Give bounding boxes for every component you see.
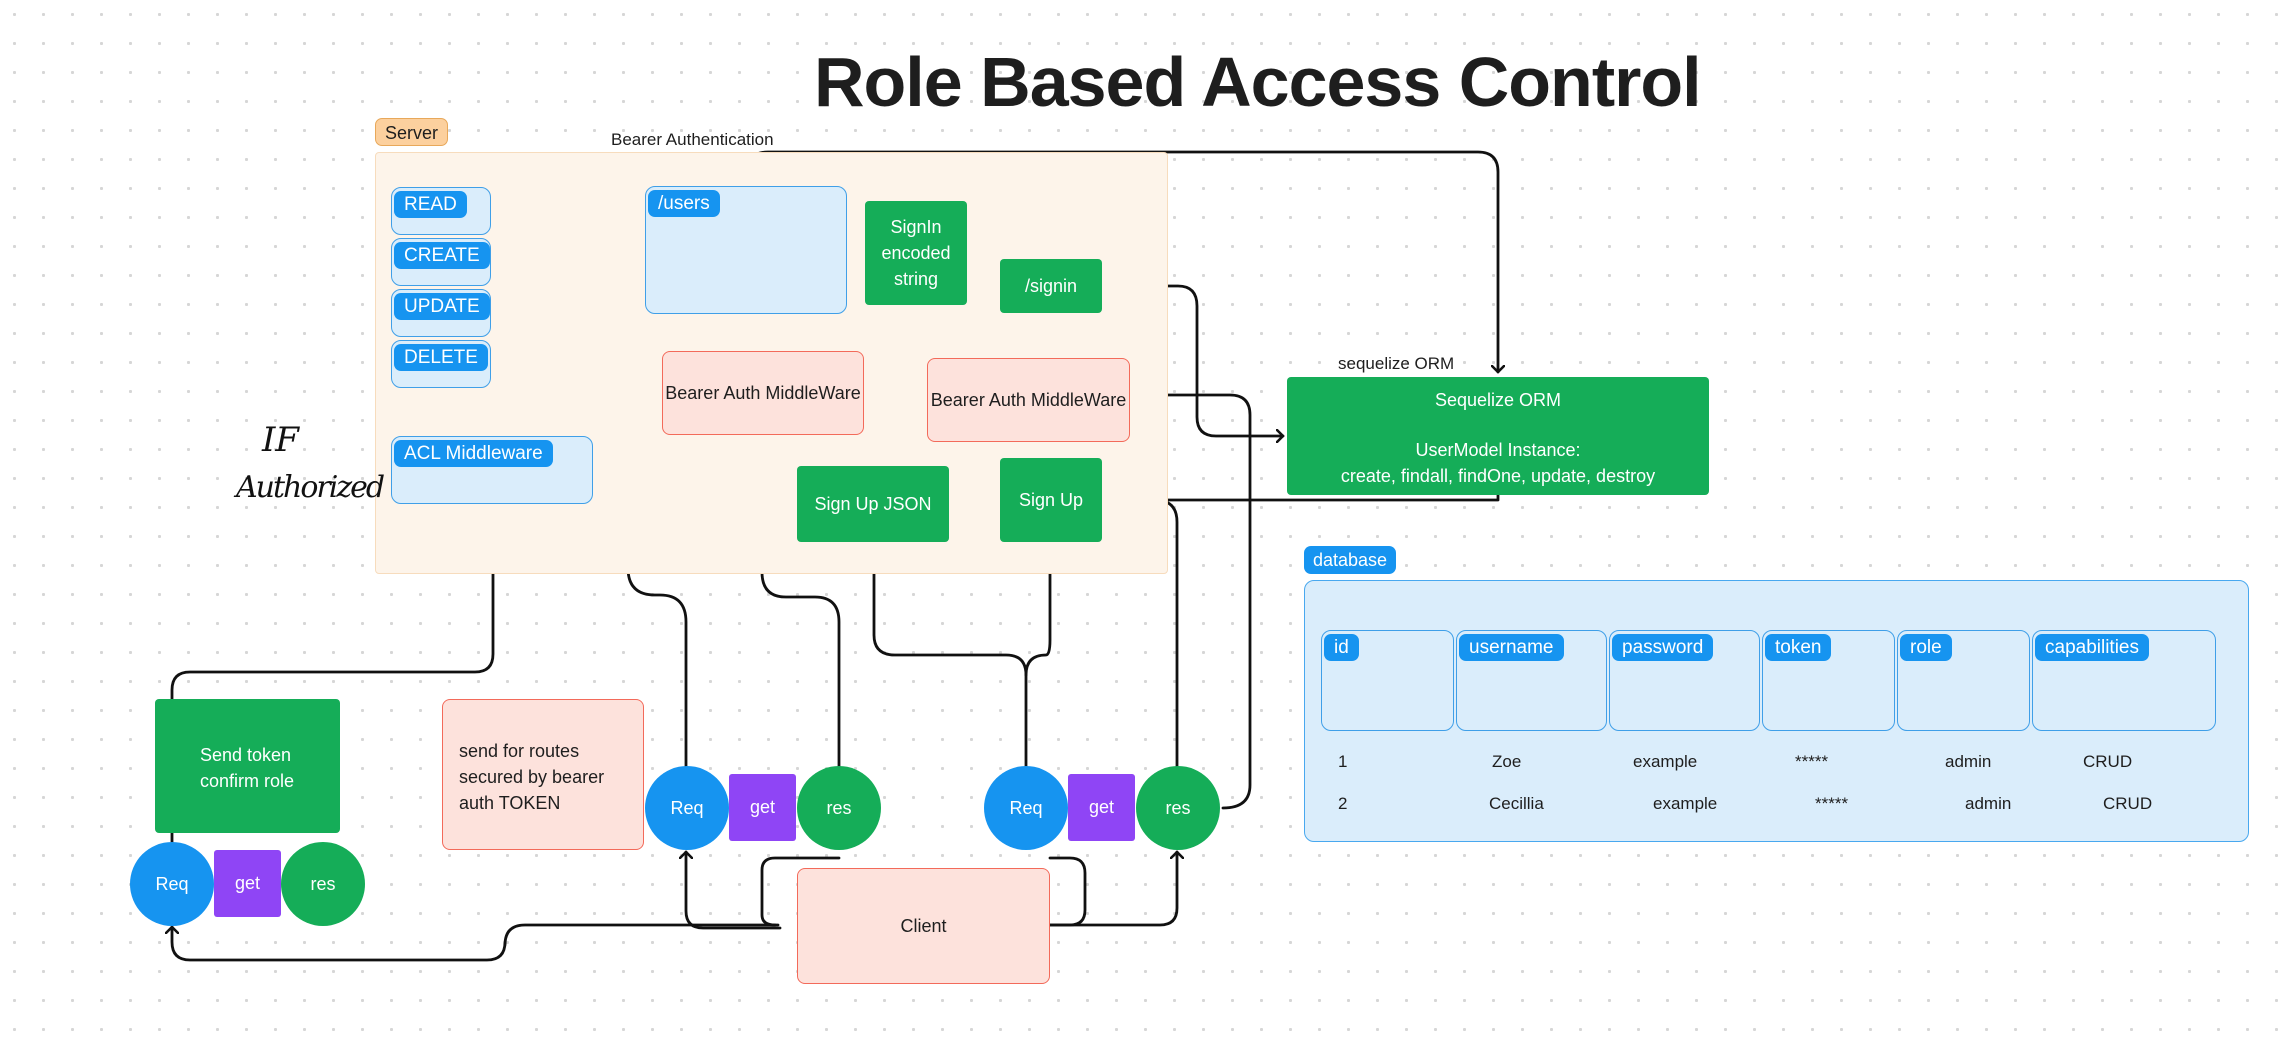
req-circle-right: Req [984,766,1068,850]
send-routes-note: send for routes secured by bearer auth T… [442,699,644,850]
permission-read-box: READ [391,187,491,235]
row2-password: example [1653,794,1718,813]
acl-middleware-box: ACL Middleware [391,436,593,504]
row2-capabilities: CRUD [2103,794,2153,813]
connector-req-signupjson [874,543,1028,770]
send-token-text: Send token confirm role [200,745,295,791]
req-circle-mid: Req [645,766,729,850]
row1-password: example [1633,752,1698,771]
row1-username: Zoe [1492,752,1522,771]
orm-title: Sequelize ORM [1434,390,1562,410]
get-method-left: get [214,850,281,917]
bearer-auth-middleware-left: Bearer Auth MiddleWare [662,351,864,435]
column-username-box: username [1456,630,1607,731]
orm-caption: sequelize ORM [1338,354,1455,373]
permission-delete-box: DELETE [391,340,491,388]
res-circle-left: res [281,842,365,926]
column-role-label: role [1900,634,1952,661]
signin-route-box: /signin [1000,259,1102,313]
permission-read-label: READ [394,191,467,218]
column-password-label: password [1612,634,1714,661]
row2-role: admin [1965,794,2012,813]
if-authorized-note-line1: IF [262,420,300,460]
connector-client-rightres [1048,850,1177,927]
send-routes-text: send for routes secured by bearer auth T… [459,741,605,813]
row2-username: Cecillia [1489,794,1544,813]
users-route-label: /users [648,190,720,217]
connector-client-midreq [686,850,782,930]
connector-client-leftreq [172,923,780,962]
column-id-box: id [1321,630,1454,731]
signin-encoded-box: SignIn encoded string [865,201,967,305]
column-capabilities-label: capabilities [2035,634,2149,661]
column-token-label: token [1765,634,1832,661]
client-box: Client [797,868,1050,984]
res-circle-mid: res [797,766,881,850]
row2-token: ***** [1815,794,1849,813]
get-method-mid: get [729,774,796,841]
req-circle-left: Req [130,842,214,926]
signup-box: Sign Up [1000,458,1102,542]
permission-create-label: CREATE [394,242,490,269]
column-password-box: password [1609,630,1760,731]
database-tag: database [1304,546,1397,574]
get-method-right: get [1068,774,1135,841]
sequelize-orm-box: Sequelize ORM UserModel Instance: create… [1287,377,1709,495]
bearer-auth-middleware-right: Bearer Auth MiddleWare [927,358,1130,442]
permission-create-box: CREATE [391,238,491,286]
users-route-box: /users [645,186,847,314]
if-authorized-note-line2: Authorized [236,470,385,505]
column-capabilities-box: capabilities [2032,630,2216,731]
send-token-note: Send token confirm role [155,699,340,833]
column-role-box: role [1897,630,2030,731]
server-tag: Server [375,118,449,146]
page-title: Role Based Access Control [814,43,1702,121]
orm-line1: UserModel Instance: [1415,440,1581,460]
column-id-label: id [1324,634,1359,661]
permission-update-label: UPDATE [394,293,490,320]
row1-token: ***** [1795,752,1829,771]
column-token-box: token [1762,630,1895,731]
orm-line2: create, findall, findOne, update, destro… [1340,466,1656,486]
bearer-authentication-caption: Bearer Authentication [611,130,774,149]
acl-middleware-label: ACL Middleware [394,440,553,467]
column-username-label: username [1459,634,1564,661]
row1-id: 1 [1338,752,1348,771]
res-circle-right: res [1136,766,1220,850]
row2-id: 2 [1338,794,1348,813]
signup-json-box: Sign Up JSON [797,466,949,542]
row1-role: admin [1945,752,1992,771]
permission-update-box: UPDATE [391,289,491,337]
permission-delete-label: DELETE [394,344,488,371]
connector-client-rightloop [1048,856,1087,927]
row1-capabilities: CRUD [2083,752,2133,771]
